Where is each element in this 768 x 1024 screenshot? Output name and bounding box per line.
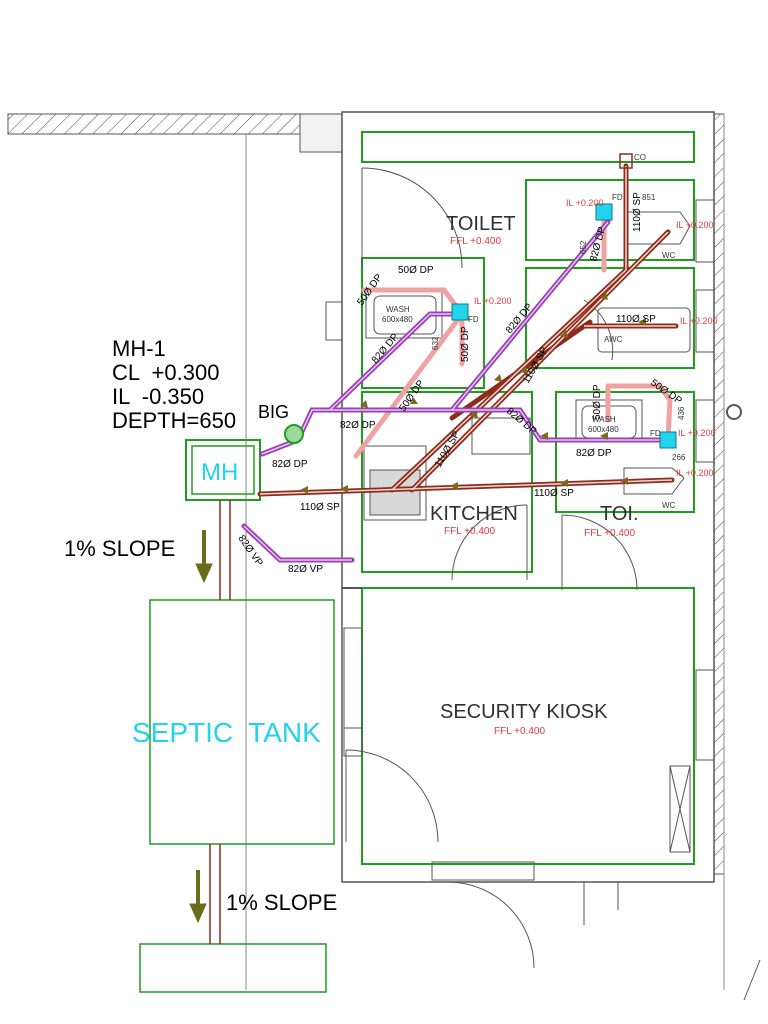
septic-tank [139,599,335,993]
dimension-label: 632 [431,336,440,350]
dimension-label: 851 [642,193,656,202]
mh-depth: DEPTH=650 [112,408,236,433]
level-labels: IL +0.200 IL +0.200 IL +0.200 IL +0.200 … [474,198,717,478]
room-labels: TOILET FFL +0.400 KITCHEN FFL +0.400 TOI… [430,213,639,737]
level-label: IL +0.200 [474,296,511,306]
wc-label: WC [662,501,676,510]
fd-label: FD [612,193,623,202]
flow-arrows [300,292,646,494]
room-toi-ffl: FFL +0.400 [584,528,635,539]
floor-drains [451,203,677,449]
wash-label: WASH [386,305,410,314]
fd-label: FD [650,429,661,438]
soil-pipes-inner [259,166,676,495]
awc-label: AWC [604,335,623,344]
cleanout-label: CO [634,153,646,162]
cleanout-cap [619,153,633,169]
kitchen-sink [363,417,531,521]
room-toilet-name: TOILET [446,213,516,235]
level-label: IL +0.200 [678,428,715,438]
septic-tank-label: SEPTIC TANK [132,717,321,748]
dimension-label: 436 [677,406,686,420]
mh-title: MH-1 [112,336,166,361]
slope-lower: 1% SLOPE [226,890,337,915]
outfall-pipes [209,500,231,944]
mh-invert-level: IL -0.350 [112,384,204,409]
level-label: IL +0.200 [676,468,713,478]
pipe-label: 110Ø SP [534,488,574,499]
pipe-label: 50Ø DP [592,384,603,420]
level-label: IL +0.200 [566,198,603,208]
pipe-label: 110Ø SP [616,314,656,325]
right-wall [713,113,761,1001]
manhole-notes: MH-1 CL +0.300 IL -0.350 DEPTH=650 BIG M… [112,336,289,486]
level-label: IL +0.200 [676,220,713,230]
slope-arrows [189,530,213,924]
pipe-label: 50Ø DP [460,326,471,362]
pipe-label: 82Ø VP [288,564,323,575]
pipe-label: 110Ø SP [300,502,340,513]
big-label: BIG [258,402,289,422]
manhole-box [185,439,261,501]
dimension-label: 266 [672,453,686,462]
drain-pipes [353,209,673,459]
fixtures [365,211,691,853]
dimension-label: 652 [579,240,588,254]
wash-size: 600x480 [382,315,413,324]
room-kitchen-ffl: FFL +0.400 [444,526,495,537]
room-security-name: SECURITY KIOSK [440,701,608,723]
wash-label: WASH [592,415,616,424]
room-security-ffl: FFL +0.400 [494,726,545,737]
pipe-label: 50Ø DP [398,265,434,276]
mh-box-label: MH [201,459,238,486]
gully-trap-icon [284,424,304,444]
windows [325,199,715,761]
fd-label: FD [468,315,479,324]
pipe-label: 82Ø DP [340,420,376,431]
mh-cover-level: CL +0.300 [112,360,219,385]
pipe-label: 82Ø DP [272,459,308,470]
slope-upper: 1% SLOPE [64,536,175,561]
room-toi-name: TOI. [600,503,639,525]
room-kitchen-name: KITCHEN [430,503,518,525]
level-label: IL +0.200 [680,316,717,326]
pipe-label: 82Ø DP [576,448,612,459]
wc-label: WC [662,251,676,260]
boundary-wall [7,113,343,990]
wash-size: 600x480 [588,425,619,434]
room-toilet-ffl: FFL +0.400 [450,236,501,247]
pipe-label: 110Ø SP [632,192,643,232]
fixture-labels: WASH 600x480 WASH 600x480 WC WC AWC CO F… [382,153,686,510]
